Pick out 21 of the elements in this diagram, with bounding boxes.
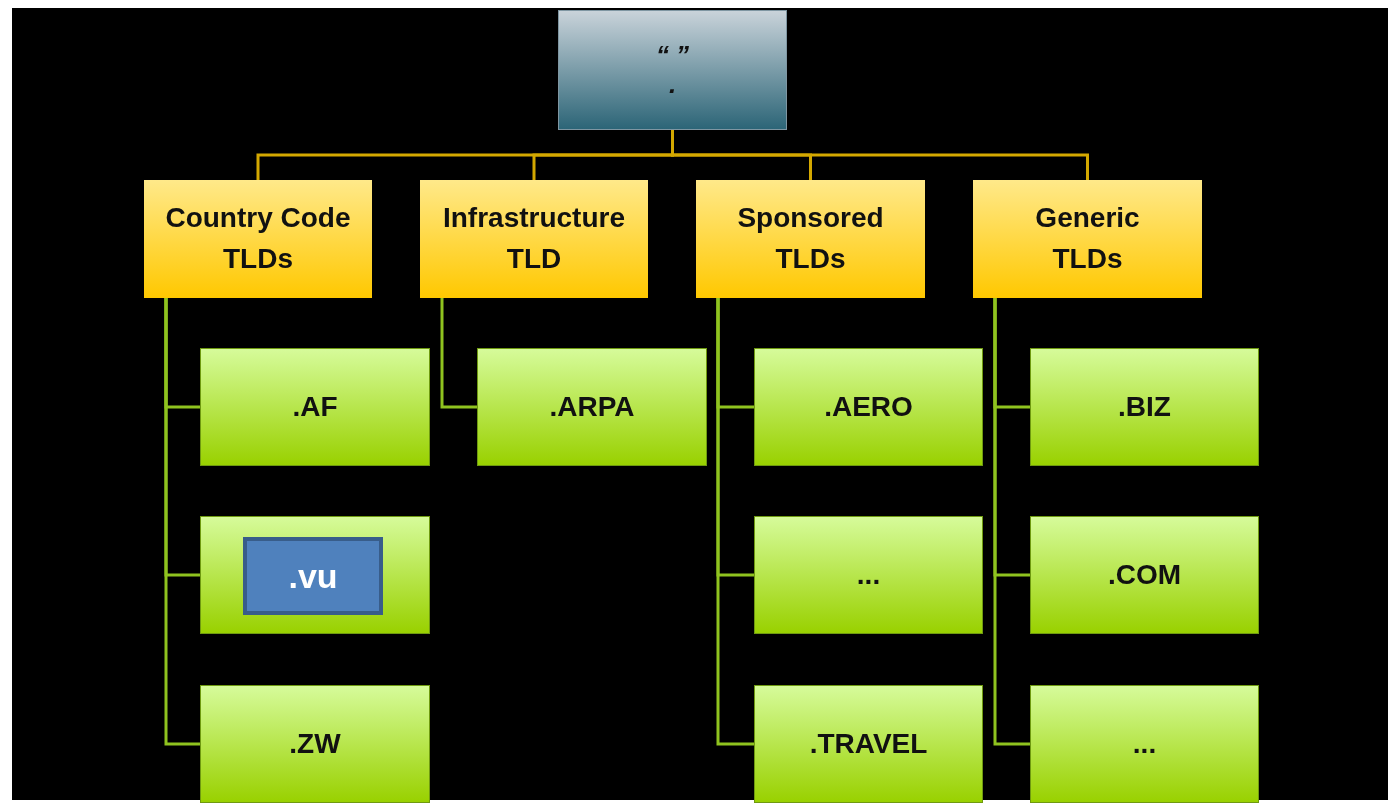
- connector-line: [671, 130, 1089, 180]
- domain-box: .BIZ: [1030, 348, 1259, 466]
- empty-box: [200, 516, 430, 634]
- category-box: Generic TLDs: [973, 180, 1202, 298]
- domain-box: .ARPA: [477, 348, 707, 466]
- connector-line: [993, 298, 1030, 746]
- highlight-box: .vu: [243, 537, 383, 615]
- category-box: Infrastructure TLD: [420, 180, 648, 298]
- connector-line: [716, 298, 754, 746]
- domain-box: .AERO: [754, 348, 983, 466]
- connector-line: [164, 298, 200, 746]
- domain-box: ...: [1030, 685, 1259, 803]
- domain-box: .AF: [200, 348, 430, 466]
- connector-line: [440, 298, 477, 409]
- domain-box: .TRAVEL: [754, 685, 983, 803]
- category-box: Sponsored TLDs: [696, 180, 925, 298]
- domain-box: .ZW: [200, 685, 430, 803]
- root-box: “ ” .: [558, 10, 787, 130]
- domain-box: .COM: [1030, 516, 1259, 634]
- domain-box: ...: [754, 516, 983, 634]
- category-box: Country Code TLDs: [144, 180, 372, 298]
